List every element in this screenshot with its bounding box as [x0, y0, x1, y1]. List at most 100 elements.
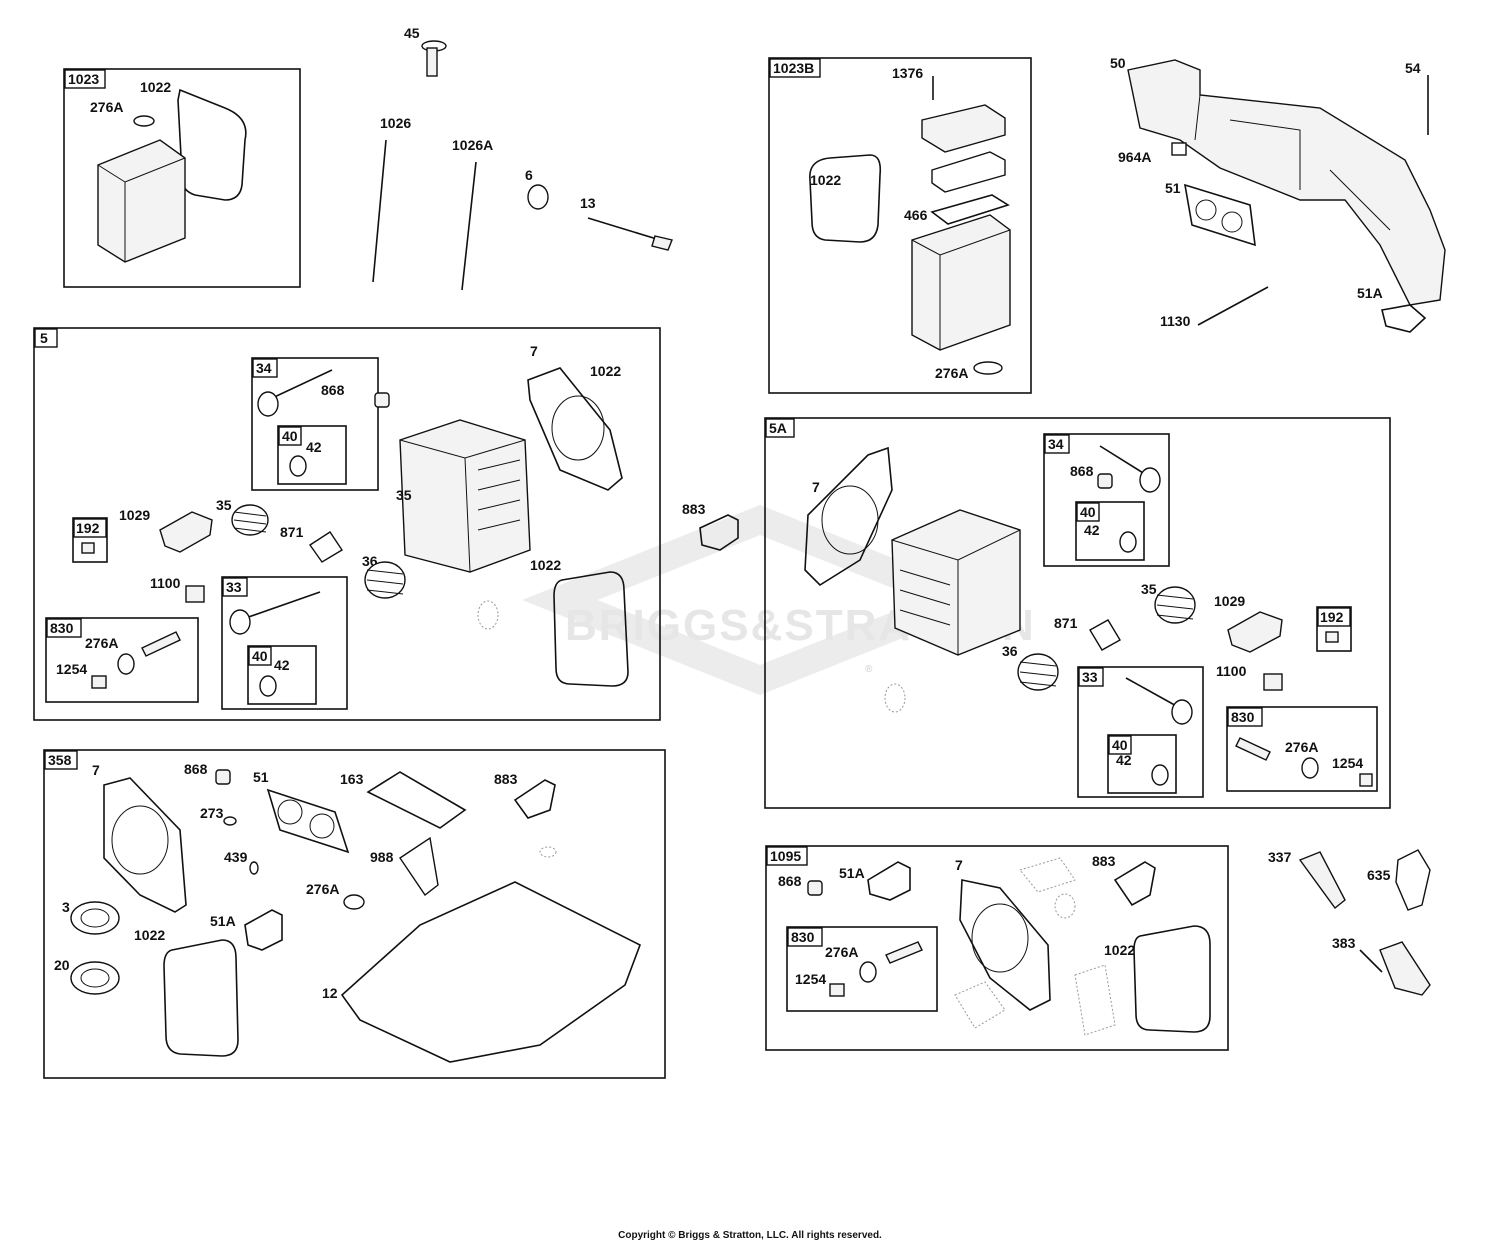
- group-358: 358 7 868 51 163 883 273 439 988 276A 3 …: [43, 749, 666, 1079]
- part-label-6: 6: [525, 167, 533, 183]
- gasket-883-1095: [1113, 861, 1156, 907]
- washer-276a-358: [343, 894, 365, 910]
- part-label-1022: 1022: [530, 557, 561, 573]
- part-label-1022: 1022: [140, 79, 171, 95]
- part-label-1026a: 1026A: [452, 137, 493, 153]
- part-label-7: 7: [530, 343, 538, 359]
- nut-1254b: [829, 983, 845, 997]
- kit-label-358: 358: [48, 752, 72, 768]
- nut-1254: [91, 675, 107, 689]
- kit-tag-40b: [248, 646, 272, 666]
- part-label-276a: 276A: [1285, 739, 1318, 755]
- gasket-51: [1183, 183, 1256, 247]
- part-label-868: 868: [1070, 463, 1094, 479]
- gasket-51a: [1381, 304, 1427, 333]
- gasket-883-358: [513, 779, 556, 819]
- part-label-1130: 1130: [1160, 313, 1191, 329]
- part-label-45: 45: [404, 25, 420, 41]
- push-rod-1026: [372, 139, 387, 283]
- washer-6: [527, 184, 549, 210]
- kit-tag-33a: [1078, 667, 1104, 687]
- washer-830a: [1301, 757, 1319, 779]
- kit-tag-33: [222, 577, 248, 597]
- oil-seal-20-inner: [80, 968, 110, 988]
- kit-label-5a: 5A: [769, 420, 787, 436]
- gasket-51-358: [266, 788, 350, 854]
- guide-871-5a: [1089, 619, 1121, 651]
- part-label-42: 42: [1084, 522, 1100, 538]
- part-label-1100: 1100: [1216, 663, 1247, 679]
- part-label-883: 883: [682, 501, 706, 517]
- part-label-964a: 964A: [1118, 149, 1151, 165]
- kit-box-830: [45, 617, 199, 703]
- kit-label-192: 192: [76, 520, 100, 536]
- part-label-883: 883: [1092, 853, 1116, 869]
- kit-box-1023: [63, 68, 301, 288]
- gasket-1022-1095: [1133, 925, 1211, 1033]
- seal-ghost-5a: [884, 683, 906, 713]
- gasket-51-port-1: [1195, 199, 1217, 221]
- kit-box-34a: [1043, 433, 1170, 567]
- gasket-1022-5: [553, 571, 629, 687]
- part-label-1100: 1100: [150, 575, 181, 591]
- head-gasket-7-358-bore: [111, 805, 169, 875]
- kit-tag-40c: [1076, 502, 1100, 522]
- spring-35-coils: [233, 511, 267, 533]
- kit-tag-1095: [766, 846, 808, 866]
- head-gasket-7-1095-bore: [971, 903, 1029, 973]
- part-label-1026: 1026: [380, 115, 411, 131]
- gasket-883: [699, 514, 739, 551]
- nut-1254a: [1359, 773, 1373, 787]
- valve-cover-1023b: [911, 214, 1011, 351]
- kit-label-33: 33: [1082, 669, 1098, 685]
- kit-box-40d: [1107, 734, 1177, 794]
- kit-label-34: 34: [1048, 436, 1064, 452]
- valve-34-head: [257, 391, 279, 417]
- part-label-1376: 1376: [892, 65, 923, 81]
- guide-871: [309, 531, 343, 563]
- kit-tag-1023b: [769, 58, 821, 78]
- group-1023b: 1023B 1376 1022 466 276A: [768, 57, 1032, 394]
- head-gasket-7: [527, 367, 623, 491]
- part-label-13: 13: [580, 195, 596, 211]
- valve-cover-1023b-edges: [911, 229, 1011, 350]
- bolt-13: [587, 217, 661, 241]
- kit-box-830a: [1226, 706, 1378, 792]
- part-label-12: 12: [322, 985, 338, 1001]
- nut-192a: [1325, 631, 1339, 643]
- kit-box-34: [251, 357, 379, 491]
- valve-33a-head: [1171, 699, 1193, 725]
- group-1095: 1095 868 51A 7 883 1022 830 276A 1254: [765, 845, 1229, 1051]
- head-gasket-7-bore: [551, 395, 605, 461]
- washer-276a: [973, 361, 1003, 375]
- bolt-13-head: [651, 235, 673, 251]
- seal-439: [249, 861, 259, 875]
- part-label-163: 163: [340, 771, 364, 787]
- kit-label-830: 830: [50, 620, 74, 636]
- cylinder-head-5-fins: [399, 439, 526, 573]
- part-label-383: 383: [1332, 935, 1356, 951]
- lifter-body: [426, 47, 438, 77]
- push-rod-1026a: [461, 161, 477, 291]
- part-label-42: 42: [306, 439, 322, 455]
- retainer-40: [289, 455, 307, 477]
- kit-tag-40: [278, 426, 302, 446]
- seal-ghost: [477, 600, 499, 630]
- manifold-detail: [1194, 94, 1391, 231]
- part-label-51a: 51A: [839, 865, 865, 881]
- kit-tag-5: [34, 328, 58, 348]
- stud-1100: [185, 585, 205, 603]
- oil-seal-3: [70, 901, 120, 935]
- kit-tag-40d: [1108, 735, 1132, 755]
- valve-33-stem: [239, 591, 321, 621]
- seal-868-1095: [807, 880, 823, 896]
- group-5: 5 34 868 40 42 7 1022 35 192 1029 35 871…: [33, 327, 661, 721]
- kit-tag-358: [44, 750, 78, 770]
- retainer-40b: [259, 675, 277, 697]
- valve-34-stem: [267, 369, 333, 401]
- part-label-51a: 51A: [1357, 285, 1383, 301]
- part-label-337: 337: [1268, 849, 1292, 865]
- retainer-40c: [1119, 531, 1137, 553]
- retainer-40d: [1151, 764, 1169, 786]
